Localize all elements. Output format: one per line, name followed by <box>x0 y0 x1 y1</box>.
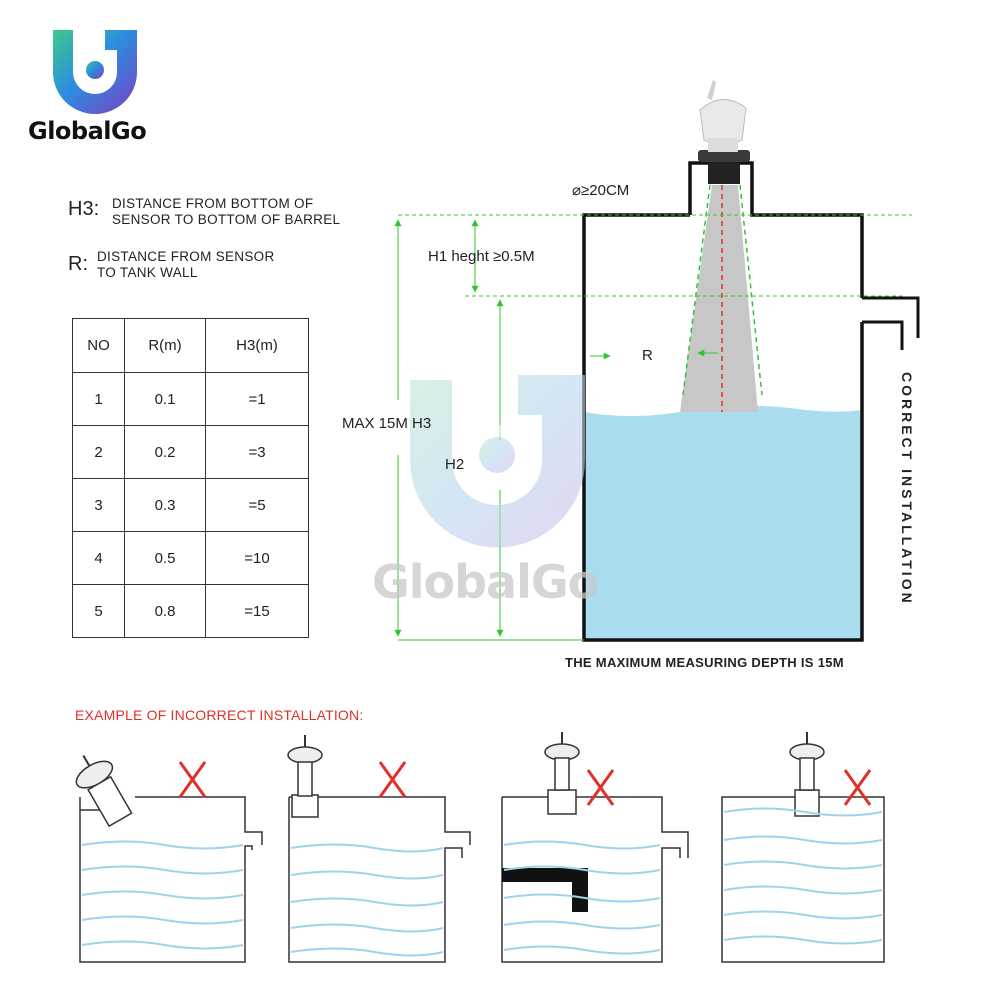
outlet-pipe <box>862 296 920 338</box>
h2-label: H2 <box>445 456 465 473</box>
table-cell: 0.2 <box>124 425 206 479</box>
table-row: 2 0.2 =3 <box>72 425 309 479</box>
r-definition-line-2: TO TANK WALL <box>97 265 198 280</box>
r-label: R <box>642 347 653 364</box>
table-row: 5 0.8 =15 <box>72 584 309 638</box>
table-row: 3 0.3 =5 <box>72 478 309 532</box>
h1-label: H1 heght ≥0.5M <box>428 248 535 265</box>
tank-wall <box>688 161 864 298</box>
sensor-device <box>698 80 750 184</box>
correct-installation-label: CORRECT INSTALLATION <box>899 372 915 606</box>
table-cell: =5 <box>205 478 309 532</box>
table-cell: =1 <box>205 372 309 426</box>
x-mark-icon <box>378 761 407 798</box>
obstruction-bar <box>502 868 588 912</box>
x-mark-icon <box>843 769 872 806</box>
max-depth-note: THE MAXIMUM MEASURING DEPTH IS 15M <box>565 655 844 670</box>
x-mark-icon <box>586 769 615 806</box>
incorrect-example-3 <box>501 732 689 963</box>
table-cell: 0.1 <box>124 372 206 426</box>
table-header-row: NO R(m) H3(m) <box>72 318 309 373</box>
sensor-beam <box>680 185 758 412</box>
watermark-text: GlobalGo <box>372 555 599 609</box>
table-cell: =3 <box>205 425 309 479</box>
h3-definition-label: H3: <box>68 198 100 220</box>
tank-water <box>584 405 862 640</box>
table-cell: 3 <box>72 478 125 532</box>
table-row: 4 0.5 =10 <box>72 531 309 585</box>
brand-name: GlobalGo <box>28 117 147 145</box>
table-cell: 0.8 <box>124 584 206 638</box>
table-cell: =10 <box>205 531 309 585</box>
spec-table: NO R(m) H3(m) 1 0.1 =1 2 0.2 =3 3 0.3 =5… <box>72 318 309 638</box>
table-cell: =15 <box>205 584 309 638</box>
header-r: R(m) <box>124 318 206 373</box>
r-definition-label: R: <box>68 253 88 275</box>
incorrect-installation-title: EXAMPLE OF INCORRECT INSTALLATION: <box>75 707 364 723</box>
table-cell: 5 <box>72 584 125 638</box>
incorrect-example-4 <box>721 732 885 963</box>
table-cell: 0.3 <box>124 478 206 532</box>
h3-definition-line-1: DISTANCE FROM BOTTOM OF <box>112 196 314 211</box>
r-definition-text: DISTANCE FROM SENSOR TO TANK WALL <box>97 249 275 281</box>
beam-edge-right <box>739 184 763 396</box>
max-h3-label: MAX 15M H3 <box>342 415 432 432</box>
incorrect-example-1 <box>75 755 263 963</box>
h3-definition-text: DISTANCE FROM BOTTOM OF SENSOR TO BOTTOM… <box>112 196 340 228</box>
globalgo-logo <box>53 30 137 114</box>
x-mark-icon <box>178 761 207 798</box>
header-h3: H3(m) <box>205 318 309 373</box>
table-cell: 0.5 <box>124 531 206 585</box>
table-row: 1 0.1 =1 <box>72 372 309 426</box>
incorrect-example-2 <box>287 735 471 963</box>
diameter-label: ⌀≥20CM <box>572 182 630 199</box>
watermark-logo <box>410 375 585 548</box>
h3-definition-line-2: SENSOR TO BOTTOM OF BARREL <box>112 212 341 227</box>
table-cell: 4 <box>72 531 125 585</box>
r-definition-line-1: DISTANCE FROM SENSOR <box>97 249 275 264</box>
table-cell: 1 <box>72 372 125 426</box>
outlet-pipe-inner <box>862 320 904 350</box>
